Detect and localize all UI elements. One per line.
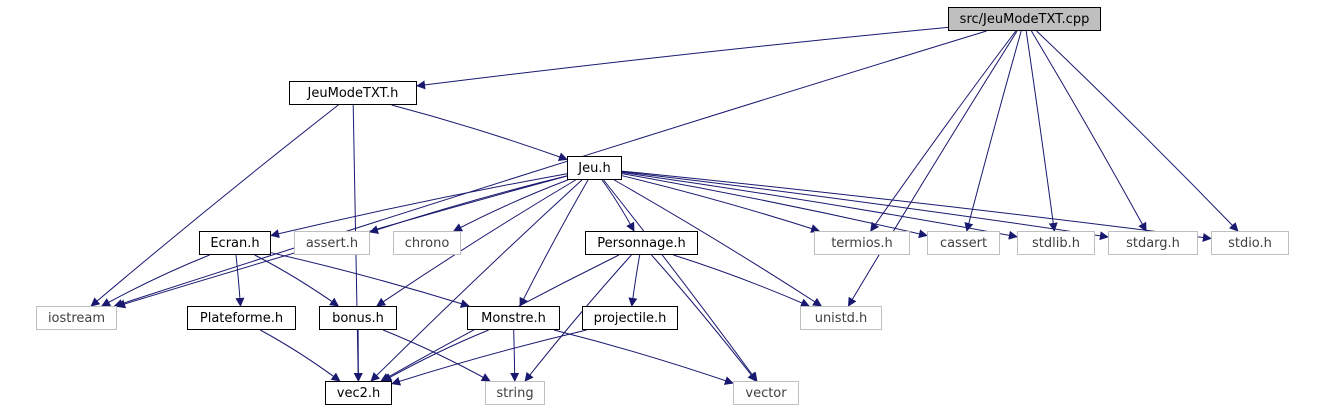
edge-main-to-unistd-h: [847, 30, 1018, 307]
edge-jeumodetxt-h-to-iostream: [90, 104, 339, 307]
edge-jeu-h-to-personnage-h: [601, 179, 635, 232]
node-stdarg-h[interactable]: stdarg.h: [1108, 231, 1198, 255]
edge-main-to-stdlib-h: [1025, 30, 1058, 232]
edge-main-to-stdio-h: [1036, 30, 1239, 232]
edge-monstre-h-to-string: [510, 329, 520, 382]
edge-jeu-h-to-stdarg-h: [621, 171, 1109, 241]
node-stdio-h[interactable]: stdio.h: [1211, 231, 1289, 255]
edge-personnage-h-to-projectile-h: [628, 254, 641, 307]
node-plateforme-h[interactable]: Plateforme.h: [187, 306, 296, 330]
node-unistd-h[interactable]: unistd.h: [800, 306, 882, 330]
edge-ecran-h-to-iostream: [101, 254, 210, 307]
edge-ecran-h-to-monstre-h: [270, 252, 470, 308]
edge-monstre-h-to-vector: [553, 329, 734, 385]
node-iostream[interactable]: iostream: [36, 306, 117, 330]
node-monstre-h[interactable]: Monstre.h: [467, 306, 560, 330]
edge-main-to-stdarg-h: [1030, 30, 1147, 232]
edge-ecran-h-to-bonus-h: [254, 254, 340, 307]
edge-monstre-h-to-vec2-h: [382, 329, 489, 382]
edge-jeu-h-to-ecran-h: [270, 173, 568, 239]
edge-jeu-h-to-chrono: [453, 179, 568, 232]
edge-personnage-h-to-unistd-h: [673, 254, 810, 307]
node-string[interactable]: string: [485, 381, 545, 405]
node-jeu-h[interactable]: Jeu.h: [567, 156, 622, 180]
edge-main-to-jeumodetxt-h: [416, 26, 949, 90]
node-stdlib-h[interactable]: stdlib.h: [1017, 231, 1095, 255]
edge-ecran-h-to-plateforme-h: [235, 254, 245, 307]
edge-plateforme-h-to-vec2-h: [259, 329, 341, 382]
edge-projectile-h-to-vec2-h: [391, 329, 587, 386]
edge-jeu-h-to-termios-h: [621, 175, 821, 233]
node-assert-h[interactable]: assert.h: [294, 231, 370, 255]
node-personnage-h[interactable]: Personnage.h: [585, 231, 698, 255]
node-main[interactable]: src/JeuModeTXT.cpp: [948, 7, 1101, 31]
edge-personnage-h-to-string: [524, 254, 632, 382]
node-projectile-h[interactable]: projectile.h: [582, 306, 678, 330]
node-ecran-h[interactable]: Ecran.h: [199, 231, 271, 255]
edge-jeu-h-to-stdio-h: [621, 170, 1212, 242]
edge-jeu-h-to-vec2-h: [370, 179, 583, 382]
edge-jeu-h-to-unistd-h: [613, 179, 823, 307]
node-vec2-h[interactable]: vec2.h: [325, 381, 392, 405]
edge-jeu-h-to-monstre-h: [519, 179, 589, 307]
node-jeumodetxt-h[interactable]: JeuModeTXT.h: [289, 81, 417, 105]
edge-main-to-cassert: [964, 30, 1022, 232]
node-cassert[interactable]: cassert: [927, 231, 1000, 255]
edge-main-to-iostream: [113, 30, 987, 308]
edge-personnage-h-to-vector: [651, 254, 757, 382]
edge-jeumodetxt-h-to-jeu-h: [391, 104, 568, 162]
edge-jeu-h-to-bonus-h: [376, 179, 576, 307]
node-vector[interactable]: vector: [733, 381, 799, 405]
edge-jeu-h-to-stdlib-h: [621, 172, 1018, 240]
edge-jeu-h-to-vector: [603, 179, 758, 382]
node-bonus-h[interactable]: bonus.h: [319, 306, 397, 330]
node-chrono[interactable]: chrono: [393, 231, 461, 255]
node-termios-h[interactable]: termios.h: [814, 231, 910, 255]
edge-jeu-h-to-cassert: [621, 173, 928, 239]
